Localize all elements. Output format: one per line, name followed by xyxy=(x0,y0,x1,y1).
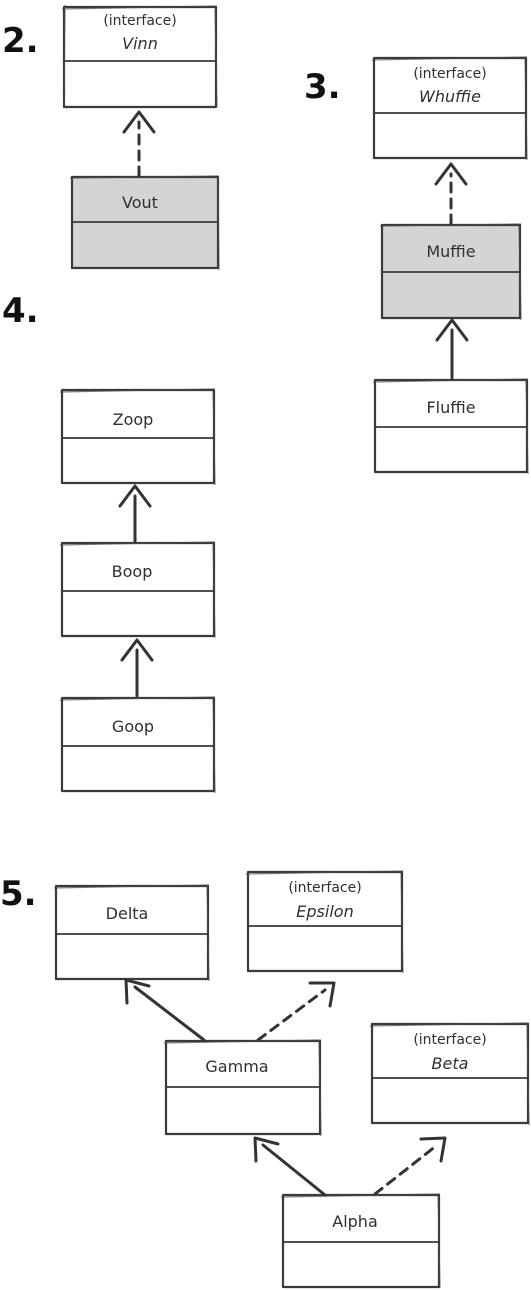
epsilon-stereotype: (interface) xyxy=(288,880,361,896)
zoop-name: Zoop xyxy=(113,410,154,429)
epsilon-name: Epsilon xyxy=(296,902,353,921)
vinn-name: Vinn xyxy=(122,34,158,53)
class-box-goop: Goop xyxy=(59,696,216,794)
relation-vout-implements-vinn xyxy=(122,110,156,178)
relation-muffie-implements-whuffie xyxy=(434,162,468,226)
delta-name: Delta xyxy=(106,904,149,923)
muffie-name: Muffie xyxy=(426,242,475,261)
step-number-4: 4. xyxy=(2,291,39,331)
boop-name: Boop xyxy=(112,562,153,581)
relation-gamma-implements-epsilon xyxy=(256,981,336,1042)
class-box-whuffie: (interface) Whuffie xyxy=(371,56,528,161)
fluffie-name: Fluffie xyxy=(426,398,475,417)
class-box-fluffie: Fluffie xyxy=(372,378,529,475)
gamma-name: Gamma xyxy=(205,1057,268,1076)
class-box-zoop: Zoop xyxy=(59,388,216,486)
relation-boop-extends-zoop xyxy=(118,484,152,543)
class-box-beta: (interface) Beta xyxy=(369,1022,530,1126)
beta-stereotype: (interface) xyxy=(413,1032,486,1048)
vinn-stereotype: (interface) xyxy=(103,13,176,29)
alpha-name: Alpha xyxy=(332,1212,378,1231)
relation-fluffie-extends-muffie xyxy=(435,318,469,380)
class-box-vout: Vout xyxy=(69,175,220,271)
whuffie-name: Whuffie xyxy=(419,87,481,106)
vout-name: Vout xyxy=(122,193,158,212)
class-box-boop: Boop xyxy=(59,541,216,639)
class-box-vinn: (interface) Vinn xyxy=(61,4,218,109)
relation-goop-extends-boop xyxy=(120,638,154,698)
class-box-gamma: Gamma xyxy=(163,1039,322,1137)
class-box-epsilon: (interface) Epsilon xyxy=(245,870,404,974)
goop-name: Goop xyxy=(112,717,154,736)
step-number-2: 2. xyxy=(2,21,39,61)
relation-alpha-extends-gamma xyxy=(253,1136,327,1197)
step-number-5: 5. xyxy=(0,874,37,914)
whuffie-stereotype: (interface) xyxy=(413,66,486,82)
step-number-3: 3. xyxy=(304,67,341,107)
class-box-alpha: Alpha xyxy=(280,1193,441,1289)
class-box-delta: Delta xyxy=(53,884,210,982)
relation-gamma-extends-delta xyxy=(124,978,206,1042)
class-box-muffie: Muffie xyxy=(379,223,522,321)
relation-alpha-implements-beta xyxy=(373,1136,447,1196)
beta-name: Beta xyxy=(432,1054,469,1073)
